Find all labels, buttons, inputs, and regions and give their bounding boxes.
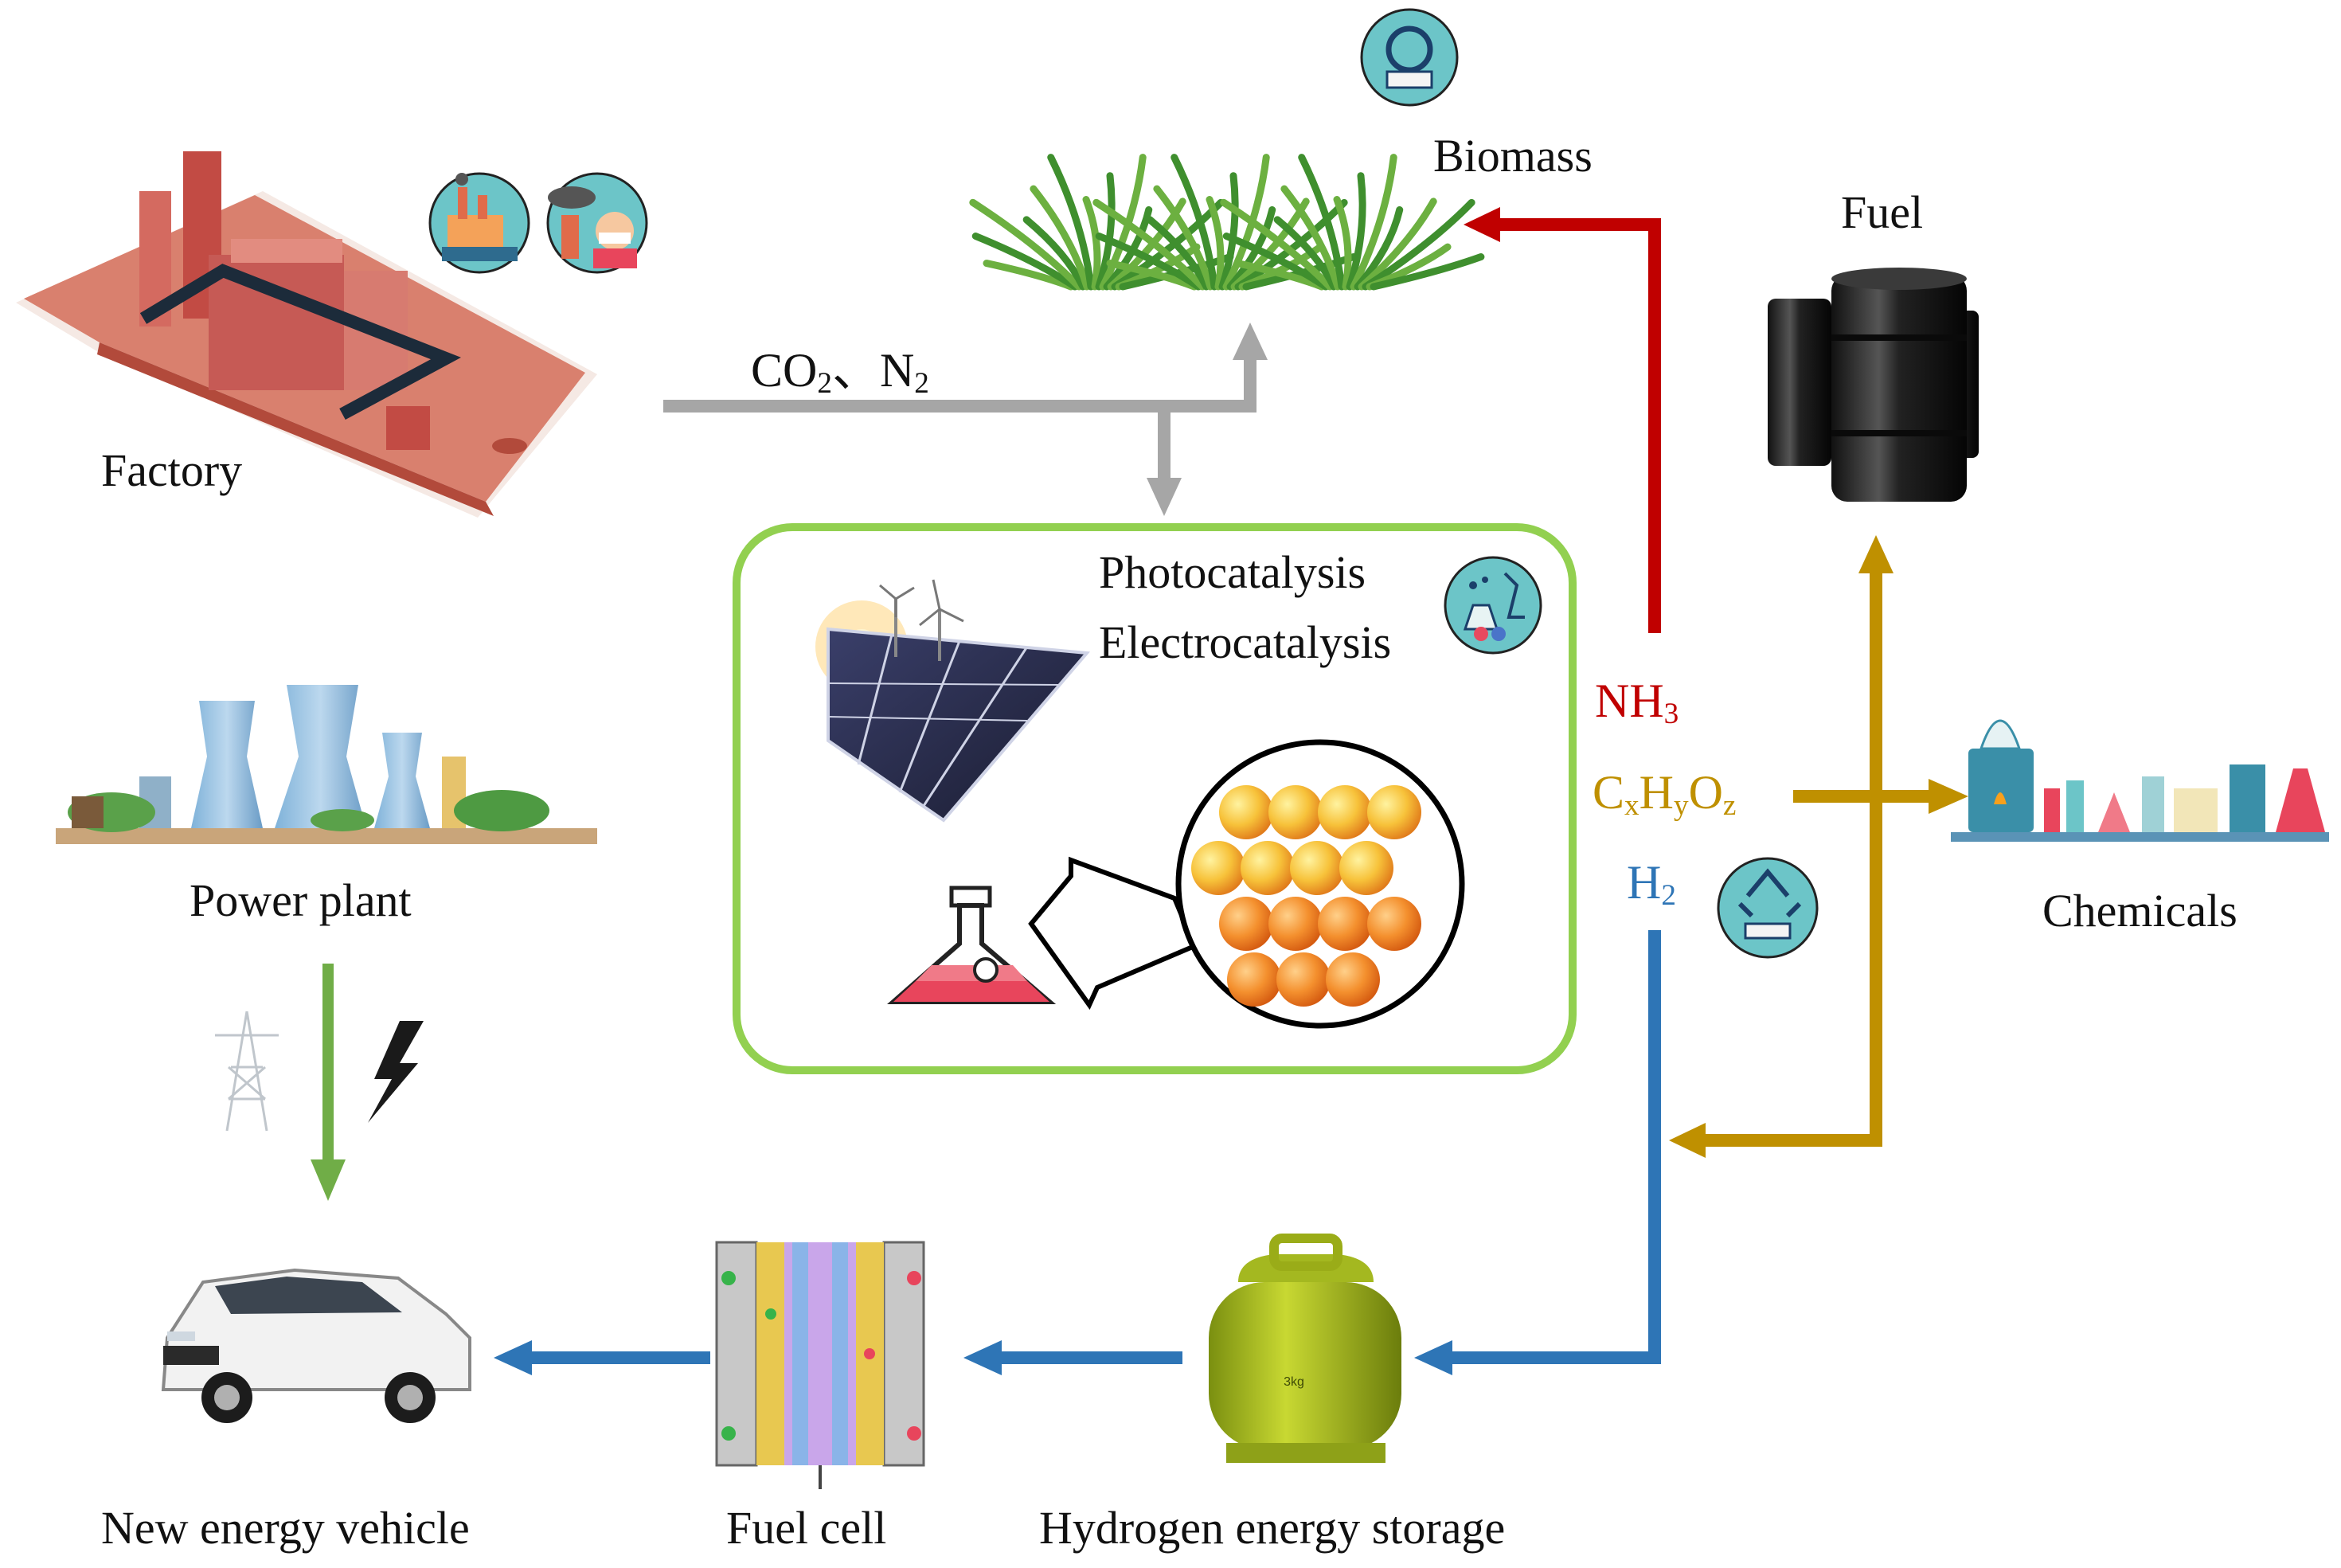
catalyst-particle xyxy=(1227,952,1281,1007)
catalyst-particle xyxy=(1339,841,1393,895)
catalysis-box xyxy=(733,523,1577,1074)
h2-recycle-icon xyxy=(1717,857,1819,959)
fuel-cell-label: Fuel cell xyxy=(726,1502,887,1554)
factory-label: Factory xyxy=(101,444,243,496)
power-plant-label: Power plant xyxy=(190,874,412,926)
biomass-label: Biomass xyxy=(1433,130,1593,182)
h2-formula: H2 xyxy=(1627,856,1676,913)
gray-arrowhead-down xyxy=(1147,478,1182,516)
power-plant-illustration xyxy=(56,685,597,844)
catalyst-particle xyxy=(1219,785,1273,839)
catalyst-particle xyxy=(1268,897,1323,951)
nh3-formula: NH3 xyxy=(1595,675,1679,731)
catalyst-particle xyxy=(1241,841,1295,895)
vehicle-label: New energy vehicle xyxy=(101,1502,470,1554)
catalyst-particle xyxy=(1318,897,1372,951)
photocatalysis-label: Photocatalysis xyxy=(1099,546,1366,598)
gray-arrowhead-up xyxy=(1233,323,1268,360)
hollow-arrow xyxy=(1028,856,1198,1010)
factory-illustration xyxy=(16,151,597,518)
power-tower-icon xyxy=(215,1011,279,1132)
recycle-icon xyxy=(1360,8,1459,107)
biomass-plants xyxy=(969,154,1485,291)
catalyst-particle xyxy=(1290,841,1344,895)
lab-icon xyxy=(1444,556,1542,655)
fuel-label: Fuel xyxy=(1841,186,1924,238)
catalyst-particles-icon xyxy=(1175,739,1465,1029)
blue-flow-arrow xyxy=(494,930,1661,1375)
co2-n2-formula: CO2、N2 xyxy=(751,344,929,401)
plant-tuft xyxy=(1092,154,1358,291)
catalyst-particle xyxy=(1318,785,1372,839)
chemicals-label: Chemicals xyxy=(2042,885,2237,936)
gas-cylinder-icon: 3kg xyxy=(1209,1234,1401,1463)
suv-car-icon xyxy=(161,1268,471,1423)
catalyst-particle xyxy=(1268,785,1323,839)
cxhyoz-formula: CxHyOz xyxy=(1593,766,1737,823)
catalyst-particle xyxy=(1276,952,1331,1007)
gray-flow-arrow xyxy=(663,358,1256,482)
electrocatalysis-label: Electrocatalysis xyxy=(1099,616,1392,668)
oil-barrels-icon xyxy=(1768,268,1979,502)
solar-panel-wind-icon xyxy=(815,579,1091,823)
red-flow-arrow xyxy=(1464,207,1661,633)
catalyst-particle xyxy=(1191,841,1245,895)
catalyst-particle xyxy=(1219,897,1273,951)
lightning-icon xyxy=(368,1021,424,1123)
green-flow-arrow xyxy=(311,964,346,1201)
smog-icon xyxy=(546,172,648,274)
flask-icon xyxy=(887,886,1057,1004)
gold-flow-arrow xyxy=(1669,535,1968,1158)
lab-glassware-icon xyxy=(1951,719,2329,842)
hydrogen-storage-label: Hydrogen energy storage xyxy=(1039,1502,1506,1554)
svg-text:3kg: 3kg xyxy=(1284,1375,1304,1389)
catalyst-particle xyxy=(1326,952,1380,1007)
plant-tuft xyxy=(1220,154,1485,291)
pollution-icon xyxy=(428,172,530,274)
fuel-cell-icon xyxy=(715,1241,925,1489)
catalyst-particle xyxy=(1367,785,1421,839)
catalyst-particle xyxy=(1367,897,1421,951)
